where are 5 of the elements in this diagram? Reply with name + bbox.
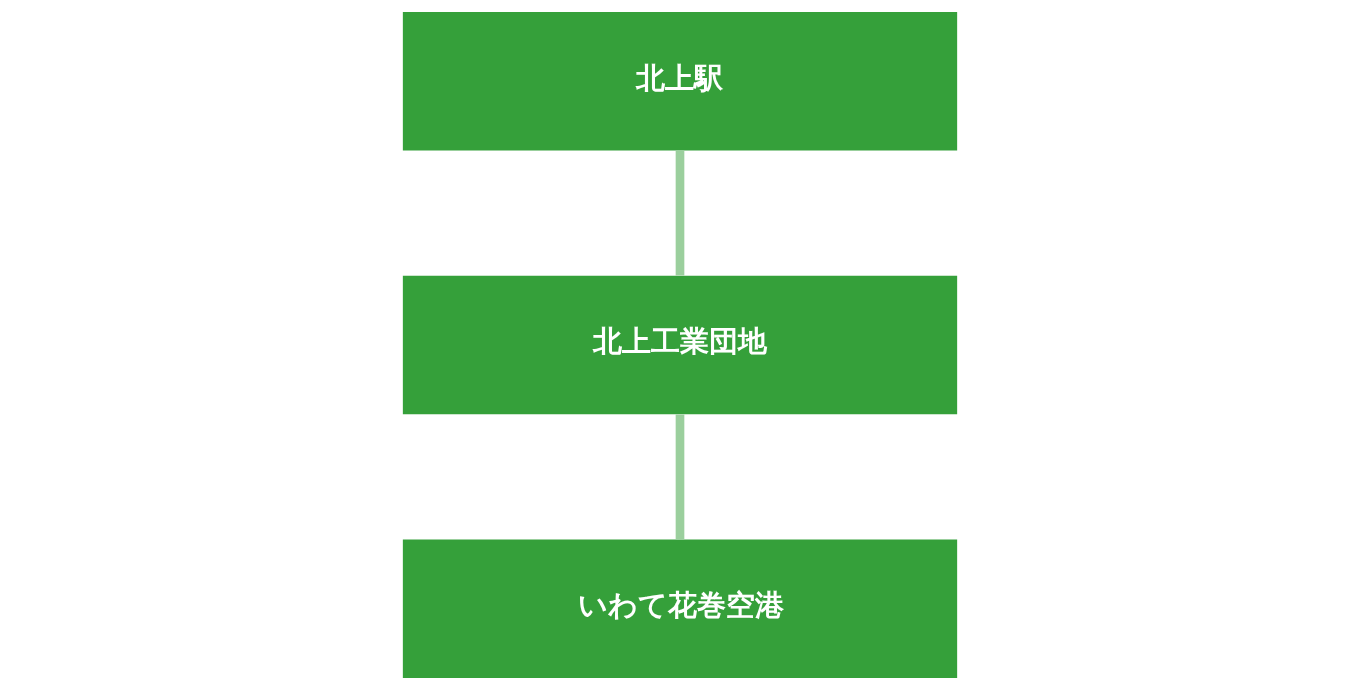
connector bbox=[675, 414, 685, 540]
node-box: いわて花巻空港 bbox=[402, 539, 958, 678]
node-box: 北上駅 bbox=[402, 12, 958, 151]
connector bbox=[675, 150, 685, 276]
node-box: 北上工業団地 bbox=[402, 275, 958, 415]
